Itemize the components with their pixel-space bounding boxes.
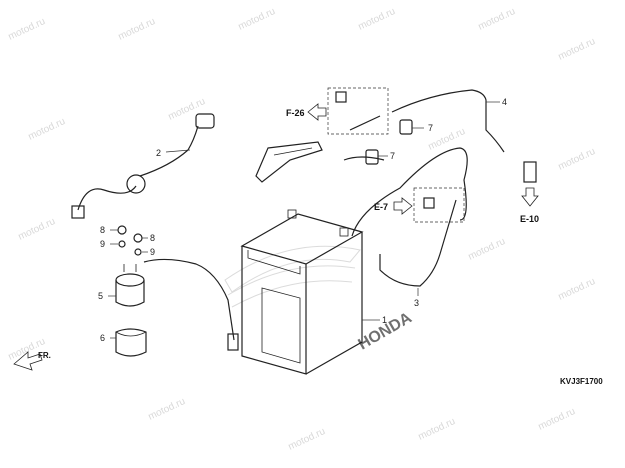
figure-code: KVJ3F1700	[560, 377, 603, 386]
callout-8-right: 8	[150, 233, 155, 243]
front-label: FR.	[38, 351, 51, 360]
watermark: motod.ru	[117, 16, 157, 43]
callout-6: 6	[100, 333, 105, 343]
relay-rubber	[115, 328, 147, 357]
callout-3: 3	[414, 298, 419, 308]
watermark: motod.ru	[557, 36, 597, 63]
ref-e10-label: E-10	[520, 214, 539, 224]
callout-7-lower: 7	[390, 151, 395, 161]
down-arrow-icon	[521, 187, 539, 207]
callout-4: 4	[502, 97, 507, 107]
ref-box-f26	[327, 87, 389, 135]
starter-relay	[115, 264, 145, 307]
watermark: motod.ru	[557, 146, 597, 173]
watermark: motod.ru	[537, 406, 577, 433]
ref-e7-label: E-7	[374, 202, 388, 212]
watermark: motod.ru	[167, 96, 207, 123]
relay-cable	[143, 258, 239, 351]
watermark: motod.ru	[557, 276, 597, 303]
honda-wing-logo	[224, 245, 361, 308]
watermark: motod.ru	[17, 216, 57, 243]
watermark: motod.ru	[287, 426, 327, 453]
watermark: motod.ru	[7, 16, 47, 43]
watermark: motod.ru	[357, 6, 397, 33]
watermark: motod.ru	[237, 6, 277, 33]
sub-harness	[71, 113, 215, 219]
leader-lines	[108, 101, 500, 339]
battery: HONDA	[240, 209, 415, 375]
ref-f26-label: F-26	[286, 108, 305, 118]
front-arrow-icon	[13, 351, 43, 371]
terminal-bolts	[335, 91, 537, 209]
fasteners	[117, 225, 143, 256]
left-arrow-icon	[307, 103, 327, 121]
battery-band	[255, 141, 323, 183]
callout-2: 2	[156, 148, 161, 158]
watermark-layer: motod.ru motod.ru motod.ru motod.ru moto…	[7, 6, 597, 453]
ref-f26[interactable]: F-26	[286, 103, 327, 121]
watermark: motod.ru	[467, 236, 507, 263]
callout-9-right: 9	[150, 247, 155, 257]
ref-e10[interactable]: E-10	[520, 187, 539, 224]
cable-clamps	[365, 119, 413, 165]
callout-8-left: 8	[100, 225, 105, 235]
ref-e7[interactable]: E-7	[374, 197, 413, 215]
watermark: motod.ru	[417, 416, 457, 443]
right-arrow-icon	[393, 197, 413, 215]
watermark: motod.ru	[477, 6, 517, 33]
callout-1: 1	[382, 315, 387, 325]
callout-5: 5	[98, 291, 103, 301]
watermark: motod.ru	[27, 116, 67, 143]
ref-box-e7	[413, 187, 465, 223]
front-direction: FR.	[13, 351, 51, 371]
battery-cables	[343, 89, 505, 287]
callout-9-left: 9	[100, 239, 105, 249]
callout-7-upper: 7	[428, 123, 433, 133]
watermark: motod.ru	[147, 396, 187, 423]
